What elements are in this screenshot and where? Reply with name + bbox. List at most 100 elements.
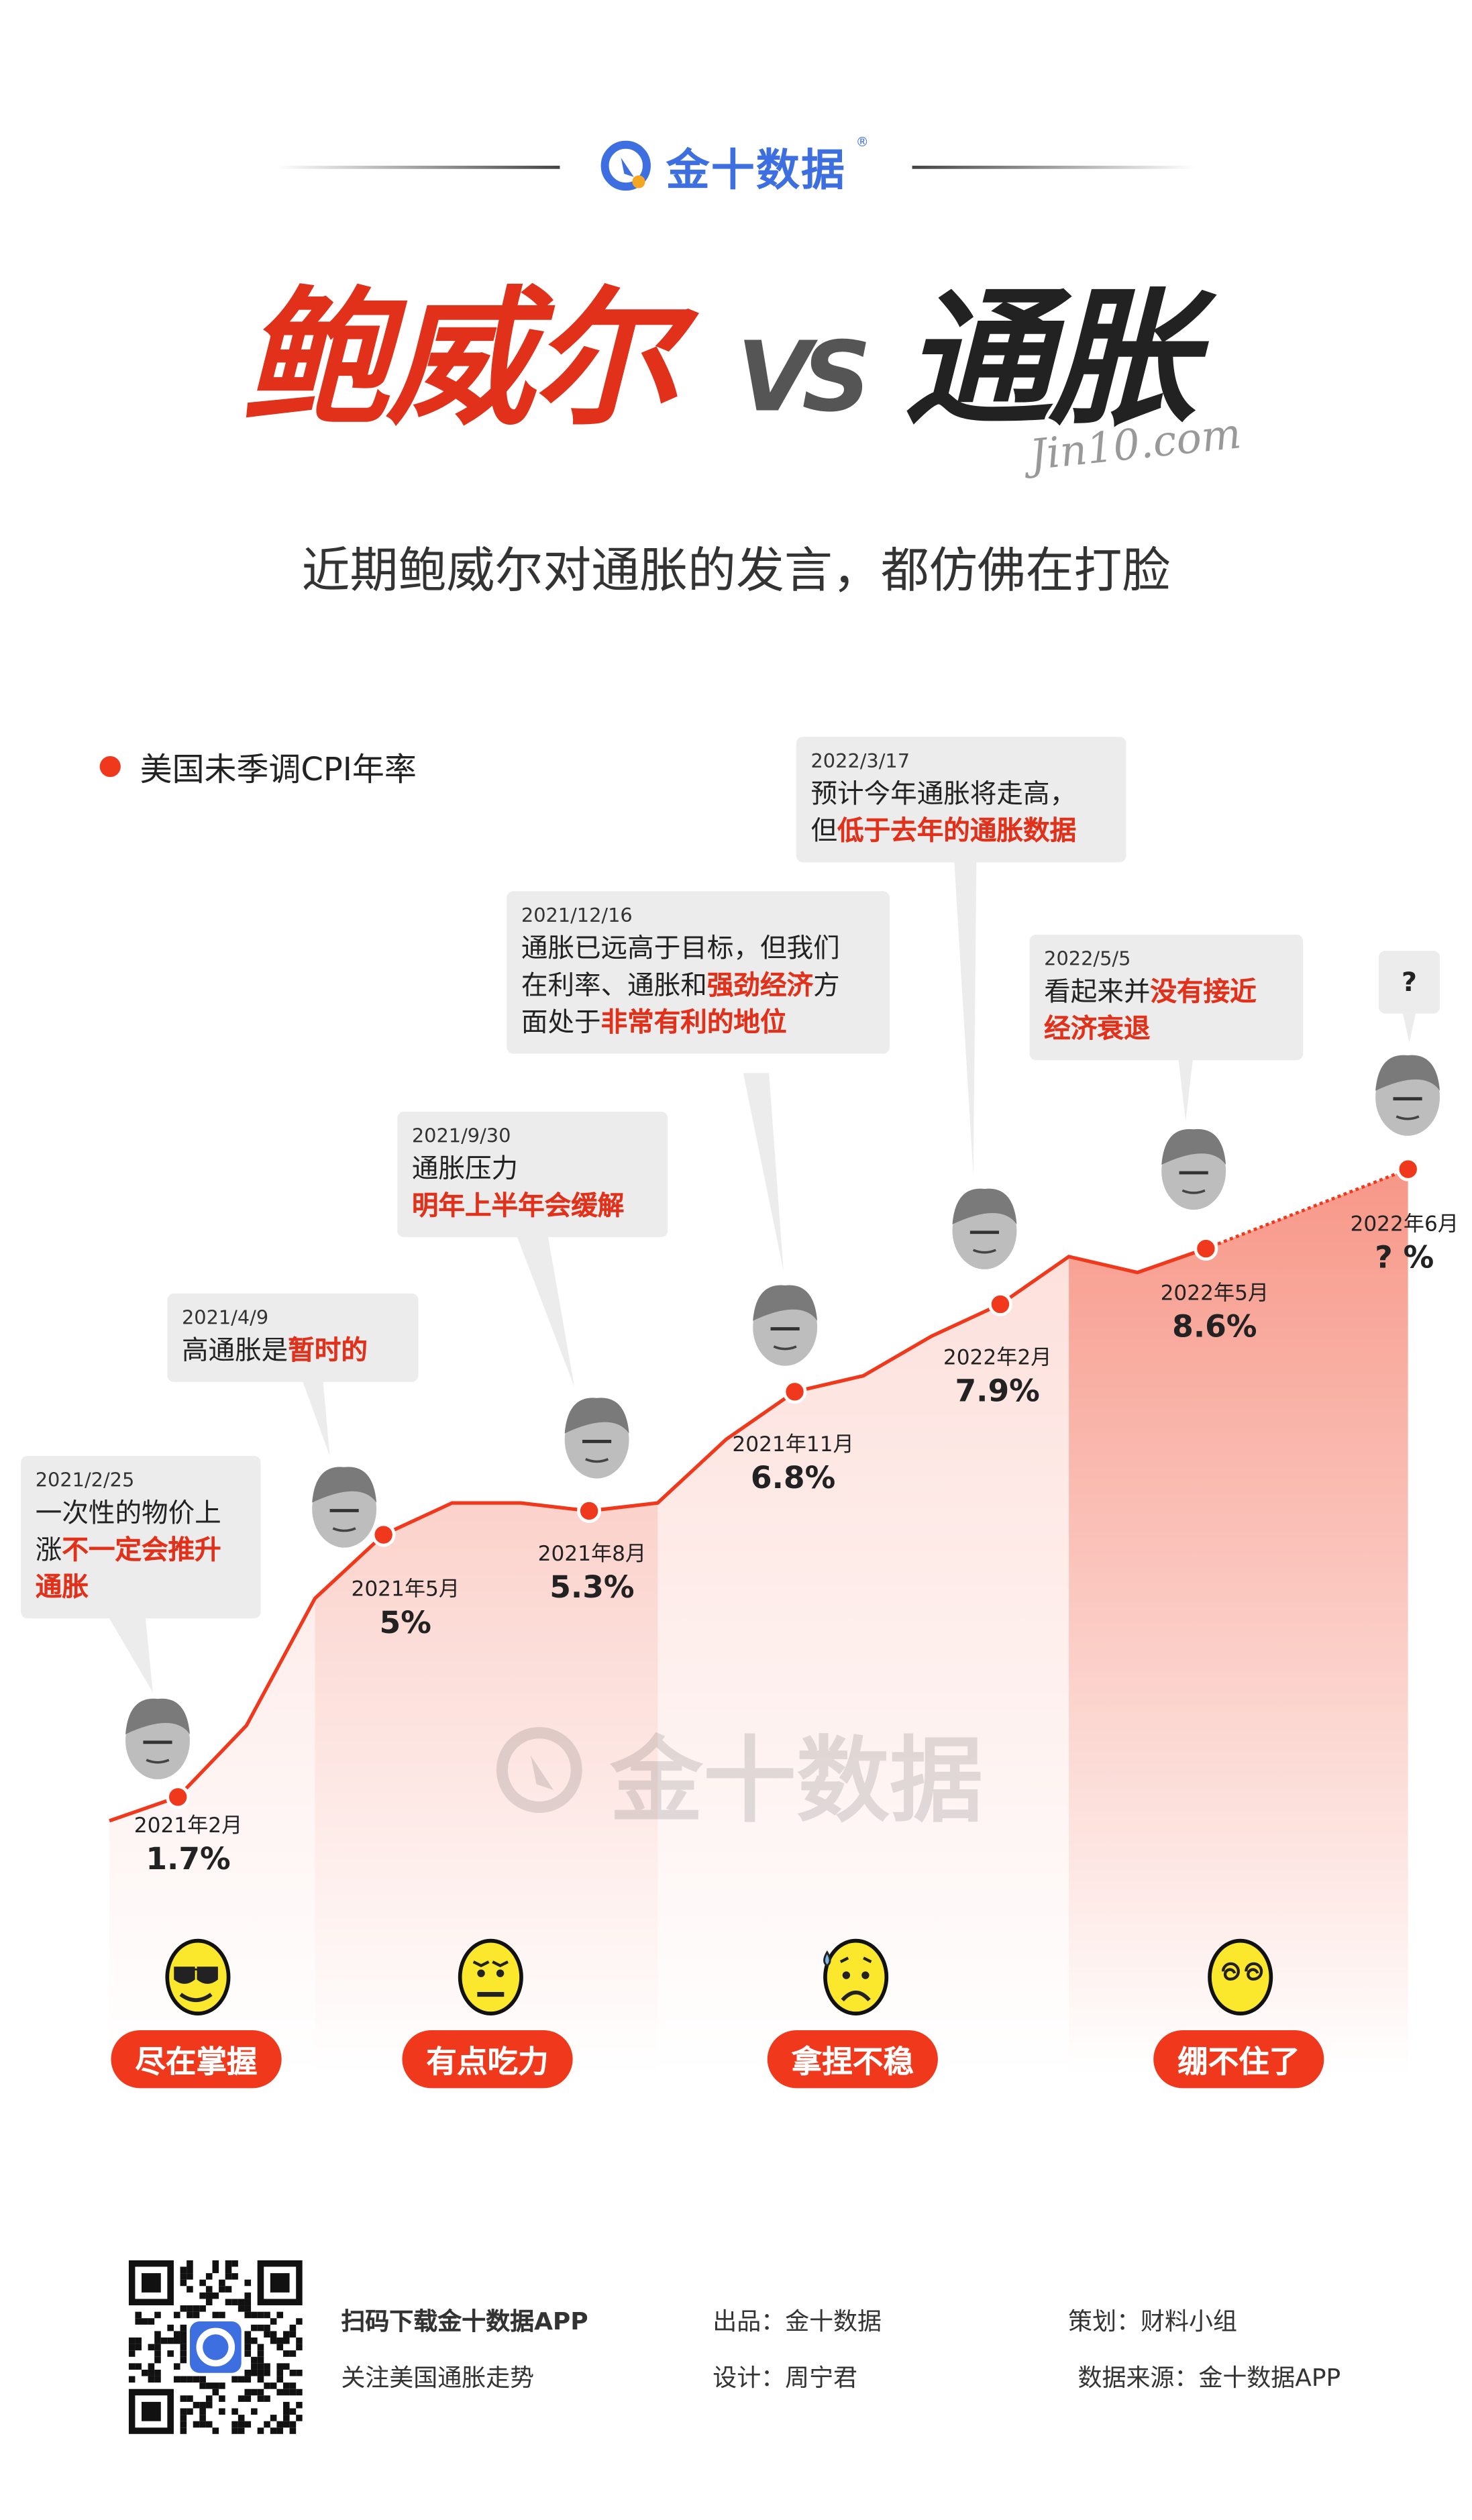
- powell-face-icon: [1375, 1055, 1440, 1136]
- data-source-credit: 数据来源：金十数据APP: [1077, 2363, 1341, 2393]
- qr-module: [244, 2395, 252, 2402]
- qr-module: [257, 2395, 264, 2402]
- data-point-marker-2: [371, 1522, 396, 1547]
- qr-module: [244, 2344, 252, 2351]
- qr-module: [283, 2350, 290, 2357]
- qr-module: [296, 2369, 303, 2376]
- qr-module: [283, 2331, 290, 2338]
- qr-module: [187, 2266, 193, 2274]
- qr-module: [154, 2311, 161, 2319]
- powell-face-icon: [753, 1285, 818, 1366]
- qr-module: [148, 2363, 155, 2370]
- data-point-marker-4: [782, 1379, 807, 1404]
- qr-module: [180, 2427, 187, 2434]
- quote-line: 明年上半年会缓解: [412, 1188, 653, 1224]
- qr-module: [180, 2331, 187, 2338]
- qr-module: [167, 2350, 174, 2357]
- projection-dotted-line: [1205, 1167, 1409, 1251]
- powell-face-icon: [564, 1398, 629, 1479]
- powell-face-icon: [1161, 1128, 1226, 1210]
- qr-finder-center: [142, 2401, 161, 2421]
- qr-module: [238, 2299, 245, 2306]
- qr-module: [231, 2273, 238, 2280]
- quote-tail-4: [743, 1073, 784, 1271]
- header-divider-right: [912, 165, 1196, 169]
- quote-line: 一次性的物价上: [36, 1495, 246, 1532]
- qr-module: [148, 2318, 155, 2325]
- qr-module: [244, 2369, 252, 2376]
- mood-badge: 有点吃力: [402, 2030, 573, 2089]
- qr-module: [276, 2344, 284, 2351]
- quote-highlight: 经济衰退: [1044, 1013, 1151, 1045]
- qr-module: [283, 2401, 290, 2409]
- qr-module: [205, 2401, 213, 2409]
- qr-module: [160, 2338, 168, 2344]
- quote-text: 方: [813, 969, 840, 1001]
- quote-text: 但: [810, 815, 838, 847]
- phase-band-4: [1069, 1169, 1408, 2076]
- qr-module: [205, 2286, 213, 2293]
- qr-module: [173, 2311, 180, 2319]
- quote-highlight: 暂时的: [288, 1335, 368, 1366]
- qr-module: [289, 2382, 297, 2389]
- qr-module: [231, 2299, 238, 2306]
- qr-module: [270, 2427, 277, 2434]
- qr-module: [231, 2427, 238, 2434]
- qr-module: [289, 2331, 297, 2338]
- qr-module: [238, 2415, 245, 2421]
- powell-face-icon: [952, 1188, 1017, 1269]
- point-value: 1.7%: [146, 1842, 231, 1878]
- qr-module: [244, 2279, 252, 2287]
- quote-line: 在利率、通胀和强劲经济方: [521, 967, 876, 1004]
- quote-tail-1: [104, 1610, 153, 1693]
- quote-date: 2021/4/9: [181, 1306, 269, 1329]
- qr-finder: [257, 2260, 303, 2306]
- qr-module: [231, 2260, 238, 2267]
- qr-module: [231, 2408, 238, 2415]
- producer-credit: 出品：金十数据: [713, 2307, 882, 2336]
- face-hair: [952, 1188, 1017, 1224]
- powell-face-icon: [125, 1698, 190, 1779]
- sweat-frown-face-icon: [817, 1937, 894, 2024]
- qr-module: [238, 2421, 245, 2428]
- qr-module: [264, 2382, 270, 2389]
- qr-module: [283, 2382, 290, 2389]
- legend-label: 美国未季调CPI年率: [140, 749, 417, 788]
- chart-legend: 美国未季调CPI年率: [99, 743, 417, 790]
- qr-module: [219, 2286, 225, 2293]
- qr-module: [180, 2415, 187, 2421]
- qr-module: [289, 2350, 297, 2357]
- qr-module: [128, 2344, 136, 2351]
- qr-module: [199, 2408, 206, 2415]
- qr-module: [225, 2260, 232, 2267]
- face-hair: [125, 1698, 190, 1734]
- qr-module: [187, 2305, 193, 2312]
- data-point-marker-6: [1194, 1237, 1218, 1261]
- qr-module: [180, 2305, 187, 2312]
- qr-module: [128, 2350, 136, 2357]
- qr-module: [148, 2369, 155, 2376]
- qr-module: [135, 2344, 142, 2351]
- qr-module: [187, 2311, 193, 2319]
- point-value: 5.3%: [549, 1570, 635, 1606]
- qr-module: [212, 2292, 219, 2299]
- point-month: 2022年2月: [943, 1346, 1052, 1371]
- quote-tail-3: [515, 1230, 575, 1387]
- qr-module: [173, 2363, 180, 2370]
- qr-module: [289, 2369, 297, 2376]
- qr-module: [225, 2266, 232, 2274]
- qr-module: [296, 2344, 303, 2351]
- qr-module: [128, 2338, 136, 2344]
- qr-module: [264, 2395, 270, 2402]
- quote-highlight: 没有接近: [1150, 976, 1257, 1008]
- qr-code[interactable]: [128, 2260, 303, 2434]
- qr-module: [225, 2273, 232, 2280]
- quote-line: 高通胀是暂时的: [182, 1332, 404, 1369]
- qr-module: [135, 2311, 142, 2319]
